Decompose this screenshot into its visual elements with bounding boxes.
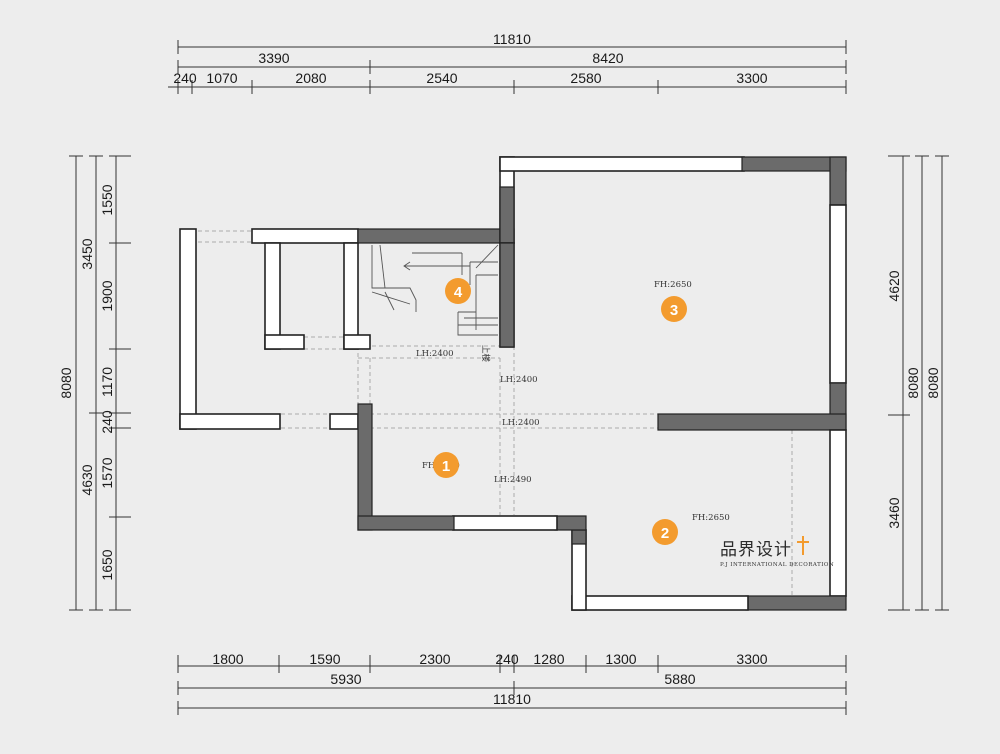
dim-top-detail: 1070 [206,70,237,86]
dim-top-detail: 2580 [570,70,601,86]
wall [343,242,359,350]
svg-text:1: 1 [442,458,450,475]
height-label: LH:2400 [416,349,454,359]
dim-right-total: 8080 [925,367,941,398]
dim-left-detail: 1170 [99,367,115,397]
dim-top-detail: 240 [173,70,197,86]
wall [179,413,281,430]
height-label: LH:2490 [494,475,532,485]
logo-name: 品界设计 [720,540,792,560]
wall [499,156,745,172]
dim-top-mid: 3390 [258,50,289,66]
guide-lines [198,230,793,596]
staircase: 上楼 [371,244,499,363]
svg-text:2: 2 [661,525,669,542]
dim-left-total: 8080 [58,367,74,398]
dim-top-total: 11810 [493,31,531,47]
logo-subtitle: P.J INTERNATIONAL DECORATION [720,562,834,568]
height-label: FH:2650 [692,513,730,523]
dark-wall [499,186,515,244]
dark-wall [499,242,515,348]
dim-left-mid: 4630 [79,464,95,495]
dim-left-mid: 3450 [79,238,95,269]
dark-wall [571,529,587,545]
dark-wall [357,515,455,531]
svg-text:3: 3 [670,302,678,319]
dim-right-mid: 4620 [886,270,902,301]
height-label: LH:2400 [500,375,538,385]
dim-top-detail: 2080 [295,70,326,86]
room-marker-1[interactable]: 1 [433,452,459,478]
walls [179,156,847,611]
wall [829,429,847,597]
dim-bottom-detail: 240 [495,651,519,667]
top-dimensions: 11810 3390 8420 240 1070 2080 2540 2580 … [168,31,847,94]
dark-wall [657,413,847,431]
dim-bottom-mid: 5880 [664,671,695,687]
logo: 品界设计 P.J INTERNATIONAL DECORATION [720,536,834,568]
wall [179,228,197,430]
room-markers: 1 2 3 4 [433,278,687,545]
dark-wall [745,595,847,611]
wall [264,334,305,350]
left-dimensions: 8080 3450 4630 1550 1900 1170 240 1570 1… [58,155,131,611]
height-label: LH:2400 [502,418,540,428]
bottom-dimensions: 1800 1590 2300 240 1280 1300 3300 5930 5… [177,651,847,715]
wall [829,204,847,384]
dim-bottom-detail: 3300 [736,651,767,667]
dark-wall [554,515,587,531]
dim-bottom-detail: 1800 [212,651,243,667]
dim-left-detail: 240 [99,410,115,434]
wall [251,228,359,244]
dim-bottom-detail: 2300 [419,651,450,667]
dim-right-mid: 3460 [886,497,902,528]
dim-left-detail: 1570 [99,457,115,488]
dark-wall [829,156,847,206]
room-marker-3[interactable]: 3 [661,296,687,322]
dim-bottom-detail: 1280 [533,651,564,667]
room-marker-4[interactable]: 4 [445,278,471,304]
dim-top-detail: 3300 [736,70,767,86]
dim-left-detail: 1550 [99,184,115,215]
right-dimensions: 4620 3460 8080 8080 [886,155,949,611]
wall [343,334,371,350]
height-label: FH:2650 [654,280,692,290]
dim-top-mid: 8420 [592,50,623,66]
room-marker-2[interactable]: 2 [652,519,678,545]
dim-bottom-detail: 1590 [309,651,340,667]
stair-up-label: 上楼 [480,345,491,363]
dim-bottom-total: 11810 [493,691,531,707]
svg-text:4: 4 [454,284,463,301]
wall [571,595,749,611]
dim-bottom-mid: 5930 [330,671,361,687]
dark-wall [357,228,515,244]
wall [452,515,558,531]
dim-left-detail: 1900 [99,280,115,311]
dark-wall [357,403,373,531]
dim-bottom-detail: 1300 [605,651,636,667]
dim-left-detail: 1650 [99,549,115,580]
wall [329,413,359,430]
dim-top-detail: 2540 [426,70,457,86]
dim-right-total: 8080 [905,367,921,398]
wall [264,242,281,350]
